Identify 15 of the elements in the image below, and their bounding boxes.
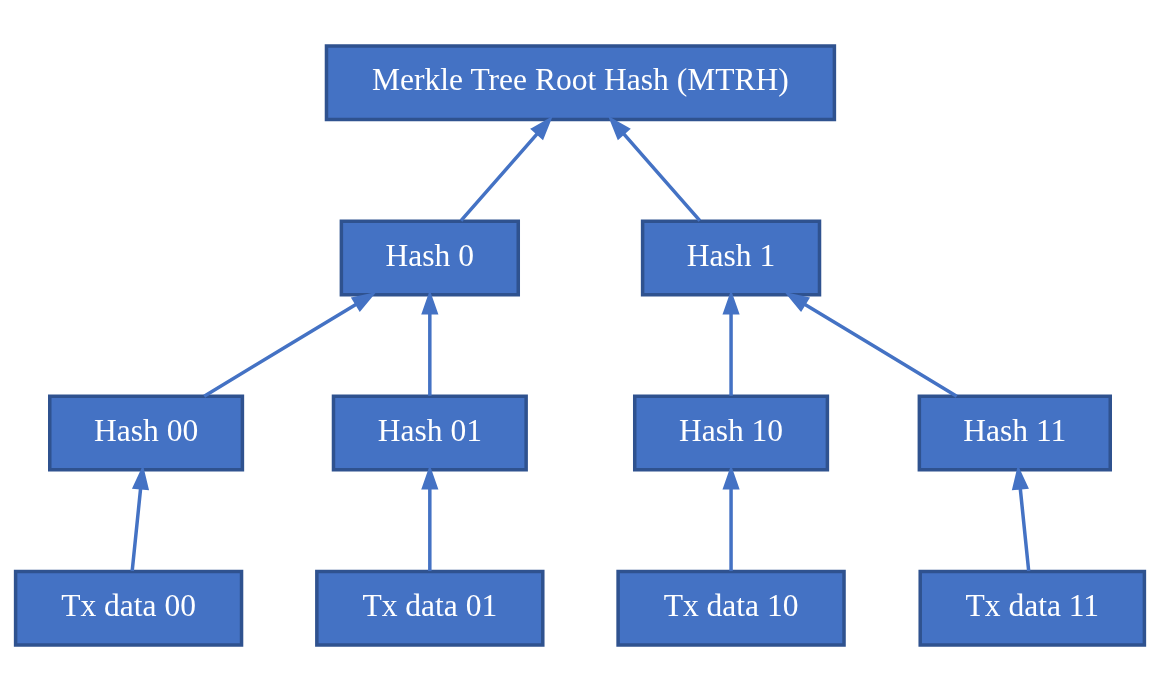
arrow [784,291,958,398]
node-box: Hash 11 [917,394,1112,472]
node-box: Hash 01 [331,394,528,472]
node-box: Hash 0 [339,218,520,296]
node-box: Tx data 11 [918,569,1147,647]
node-box: Hash 1 [640,218,822,296]
node-box: Tx data 10 [616,569,846,647]
node-box: Tx data 00 [13,569,244,647]
node-box: Tx data 01 [315,569,545,647]
node-box: Hash 00 [48,394,245,472]
arrow [459,115,553,222]
node-box: Merkle Tree Root Hash (MTRH) [324,43,837,121]
node-box: Hash 10 [633,394,830,472]
arrow [203,291,377,398]
arrow [608,115,702,222]
